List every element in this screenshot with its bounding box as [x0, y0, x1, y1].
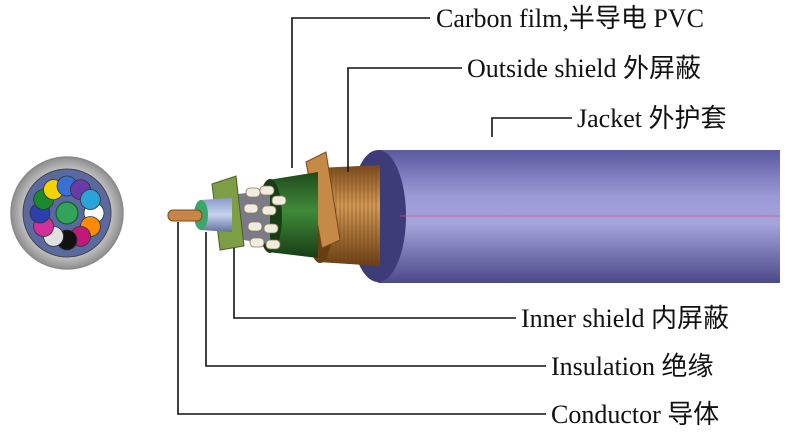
label-insulation: Insulation 绝缘 — [551, 352, 714, 381]
leader-jacket — [492, 118, 572, 137]
cable-cross-section — [11, 157, 123, 269]
cross-section-core — [80, 190, 100, 210]
conductor-wire — [168, 210, 202, 221]
label-inner-shield: Inner shield 内屏蔽 — [521, 304, 729, 333]
cable-longitudinal-view — [168, 150, 780, 283]
label-jacket: Jacket 外护套 — [577, 104, 726, 133]
label-carbon-film: Carbon film,半导电 PVC — [436, 4, 704, 33]
label-conductor: Conductor 导体 — [551, 400, 719, 429]
label-outside-shield: Outside shield 外屏蔽 — [467, 54, 701, 83]
jacket-layer — [378, 150, 780, 283]
leader-carbon-film — [292, 18, 430, 168]
